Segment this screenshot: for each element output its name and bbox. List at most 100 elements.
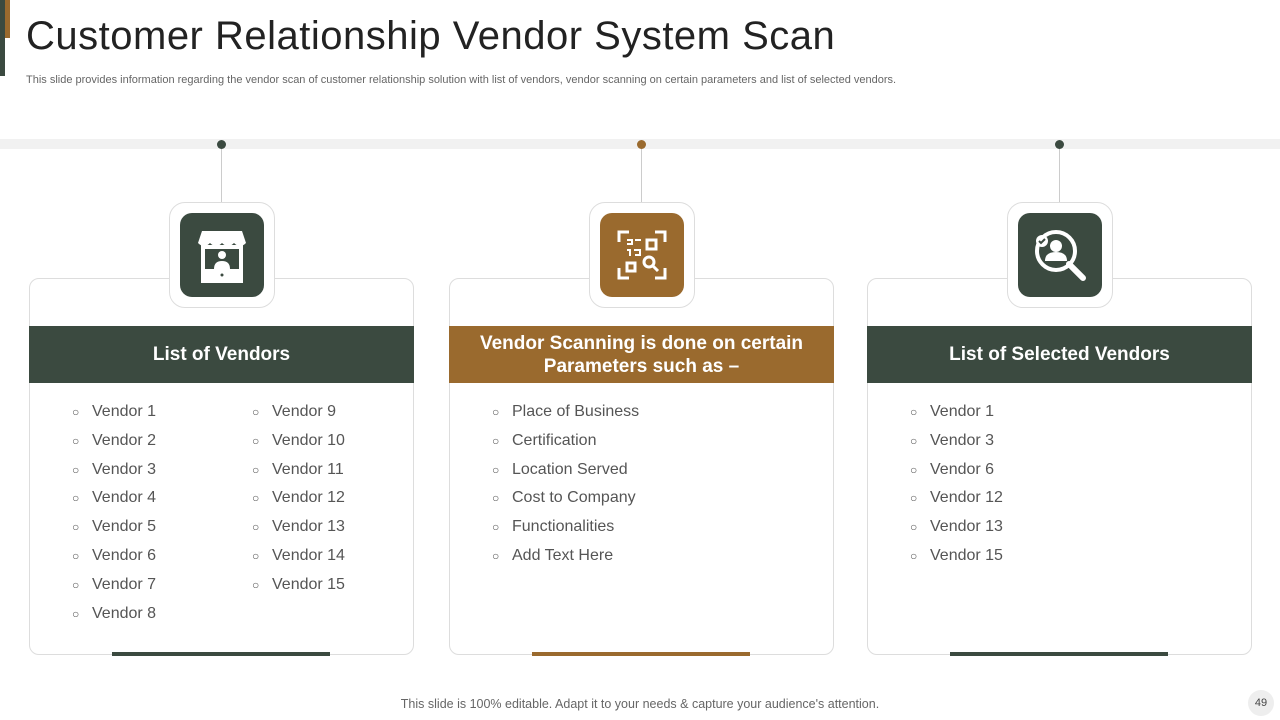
bullet-icon: ○ xyxy=(72,491,80,506)
icon-frame xyxy=(169,202,275,308)
list-item: ○ Vendor 7 xyxy=(72,576,156,605)
bullet-icon: ○ xyxy=(252,577,260,592)
bullet-icon: ○ xyxy=(492,405,500,419)
bullet-icon: ○ xyxy=(72,462,80,477)
accent-bar xyxy=(112,652,330,656)
card-header: Vendor Scanning is done on certain Param… xyxy=(449,326,834,383)
bullet-icon: ○ xyxy=(910,520,918,535)
list-item: ○ Vendor 13 xyxy=(910,518,1003,547)
list-item-text: Vendor 6 xyxy=(930,460,995,478)
list-item-text: Vendor 15 xyxy=(272,575,345,593)
list-item-text: Vendor 12 xyxy=(272,489,345,507)
page-title: Customer Relationship Vendor System Scan xyxy=(26,14,836,58)
list-item: ○ Vendor 4 xyxy=(72,489,156,518)
bullet-icon: ○ xyxy=(910,462,918,477)
list-item: ○ Place of Business xyxy=(492,403,639,432)
list-item: ○Vendor 14 xyxy=(252,547,345,576)
bullet-icon: ○ xyxy=(72,606,80,621)
icon-frame xyxy=(1007,202,1113,308)
list-item-text: Vendor 2 xyxy=(92,431,157,449)
list-item-text: Location Served xyxy=(512,460,628,478)
list-item: ○Vendor 3 xyxy=(72,461,156,490)
list-item-text: Vendor 12 xyxy=(930,489,1003,507)
timeline-dot xyxy=(217,140,226,149)
list-item: ○ Vendor 12 xyxy=(252,489,345,518)
card: List of Selected Vendors ○ Vendor 1 ○ Vendor… xyxy=(867,278,1252,656)
list-item-text: Vendor 1 xyxy=(92,403,157,420)
list-item-text: Add Text Here xyxy=(512,546,614,564)
accent-bar xyxy=(532,652,750,656)
connector-line xyxy=(641,149,642,203)
page-number: 49 xyxy=(1248,690,1274,716)
bullet-icon: ○ xyxy=(252,520,260,535)
bullet-icon: ○ xyxy=(72,405,80,419)
item-list: ○ Vendor 1 ○ Vendor 3 ○ Vendor 6 ○ Vendor 12 ○ Ve… xyxy=(910,403,1003,576)
card: List of Vendors○Vendor 1○Vendor 2○Vendor… xyxy=(29,278,414,656)
list-item-text: Vendor 8 xyxy=(92,604,157,622)
vendor-stall-icon xyxy=(180,213,264,297)
bullet-icon: ○ xyxy=(910,548,918,563)
footer-note: This slide is 100% editable. Adapt it to… xyxy=(400,697,880,711)
bullet-icon: ○ xyxy=(492,433,500,448)
connector-line xyxy=(1059,149,1060,203)
list-item-text: Vendor 6 xyxy=(92,546,157,564)
bullet-icon: ○ xyxy=(910,433,918,448)
list-item-text: Vendor 4 xyxy=(92,489,157,507)
card-header: List of Selected Vendors xyxy=(867,326,1252,383)
accent-bar xyxy=(0,0,5,76)
bullet-icon: ○ xyxy=(252,548,260,563)
list-item: ○ Location Served xyxy=(492,461,639,490)
timeline-dot xyxy=(637,140,646,149)
list-item: ○ Certification xyxy=(492,432,639,461)
bullet-icon: ○ xyxy=(252,405,260,419)
bullet-icon: ○ xyxy=(72,548,80,563)
bullet-icon: ○ xyxy=(252,462,260,477)
item-list: ○ Place of Business ○ Certification ○ Locatio… xyxy=(492,403,639,576)
bullet-icon: ○ xyxy=(252,491,260,506)
list-item-text: Vendor 7 xyxy=(92,575,157,593)
item-list: ○Vendor 1○Vendor 2○Vendor 3○Vendor 4○Ven… xyxy=(72,403,156,633)
list-item-text: Vendor 11 xyxy=(272,460,344,478)
list-item: ○Vendor 9 xyxy=(252,403,345,432)
bullet-icon: ○ xyxy=(492,520,500,535)
bullet-icon: ○ xyxy=(252,433,260,448)
list-item-text: Vendor 10 xyxy=(272,431,345,449)
accent-bar xyxy=(950,652,1168,656)
list-item: ○ Vendor 1 xyxy=(910,403,1003,432)
item-list: ○Vendor 9○Vendor 10○Vendor 11○Vendor 12○… xyxy=(252,403,345,605)
list-item: ○ Cost to Company xyxy=(492,489,639,518)
bullet-icon: ○ xyxy=(492,548,500,563)
bullet-icon: ○ xyxy=(910,405,918,419)
list-item: ○Vendor 2 xyxy=(72,432,156,461)
bullet-icon: ○ xyxy=(910,491,918,506)
list-item: ○ Add Text Here xyxy=(492,547,639,576)
list-item: ○ Vendor 10 xyxy=(252,432,345,461)
list-item-text: Vendor 1 xyxy=(930,403,995,420)
subtitle: This slide provides information regardin… xyxy=(26,74,897,86)
list-item-text: Place of Business xyxy=(512,403,640,420)
list-item: ○ Vendor 6 xyxy=(910,461,1003,490)
list-item-text: Vendor 5 xyxy=(92,518,157,536)
bullet-icon: ○ xyxy=(492,462,500,477)
list-item-text: Vendor 3 xyxy=(930,431,995,449)
card-header: List of Vendors xyxy=(29,326,414,383)
list-item: ○ Vendor 11 xyxy=(252,461,345,490)
list-item-text: Vendor 15 xyxy=(930,546,1003,564)
list-item: ○ Vendor 6 xyxy=(72,547,156,576)
list-item-text: Certification xyxy=(512,431,597,449)
bullet-icon: ○ xyxy=(492,491,500,506)
connector-line xyxy=(221,149,222,203)
user-search-icon xyxy=(1018,213,1102,297)
list-item-text: Cost to Company xyxy=(512,489,636,507)
list-item-text: Vendor 13 xyxy=(272,518,345,536)
card: Vendor Scanning is done on certain Param… xyxy=(449,278,834,656)
list-item: ○ Vendor 1 xyxy=(72,403,156,432)
list-item-text: Functionalities xyxy=(512,518,615,536)
list-item-text: Vendor 13 xyxy=(930,518,1003,536)
bullet-icon: ○ xyxy=(72,577,80,592)
list-item: ○ Vendor 15 xyxy=(252,576,345,605)
list-item: ○ Vendor 8 xyxy=(72,605,156,634)
list-item: ○ Vendor 13 xyxy=(252,518,345,547)
icon-frame xyxy=(589,202,695,308)
list-item: ○ Vendor 12 xyxy=(910,489,1003,518)
